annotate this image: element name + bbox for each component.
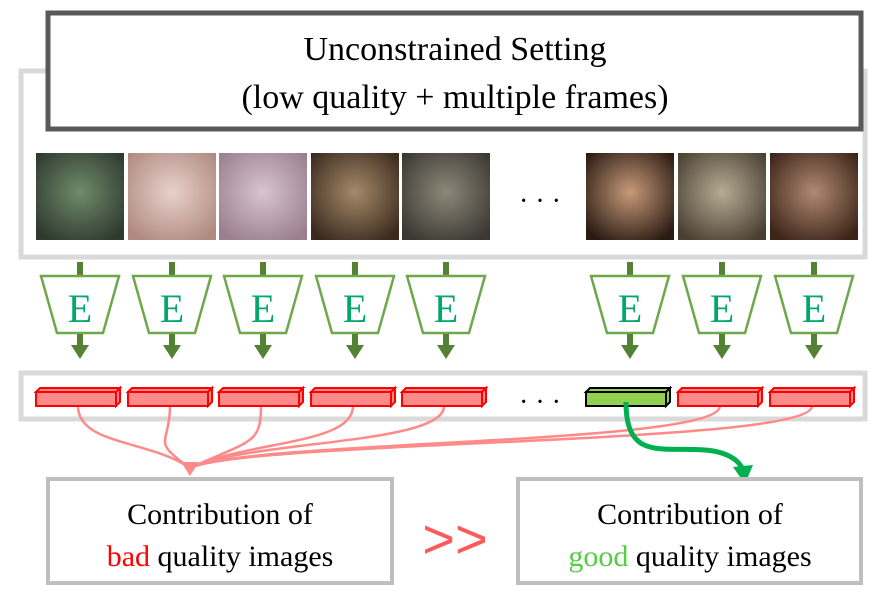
- encoder-label: E: [618, 286, 642, 331]
- input-arrow: [169, 262, 175, 276]
- bad-box-line2: quality images: [150, 540, 333, 573]
- encoder-label: E: [710, 286, 734, 331]
- encoder-5: E: [405, 262, 487, 359]
- good-word: good: [568, 540, 628, 573]
- output-arrow-shaft: [260, 334, 266, 346]
- frame-image-2: [128, 153, 216, 240]
- contribution-curves: [76, 405, 814, 476]
- output-arrow-head: [254, 345, 272, 359]
- output-arrow-shaft: [627, 334, 633, 346]
- bad-contribution-box: [46, 477, 394, 585]
- encoder-8: E: [773, 262, 855, 359]
- title-box: [45, 10, 864, 132]
- encoder-6: E: [589, 262, 671, 359]
- features-ellipsis: · · ·: [519, 387, 561, 418]
- encoder-trapezoid: [131, 274, 213, 335]
- bad-contribution-curve: [76, 405, 191, 470]
- encoder-3: E: [222, 262, 304, 359]
- input-arrow: [443, 262, 449, 276]
- output-arrow-shaft: [77, 334, 83, 346]
- bad-feature-vector: [767, 385, 857, 409]
- output-arrow-head: [346, 345, 364, 359]
- output-arrow-shaft: [811, 334, 817, 346]
- bad-contribution-curve: [189, 405, 446, 470]
- output-arrow-shaft: [719, 334, 725, 346]
- features-container: [18, 370, 868, 422]
- frame-image-7: [678, 153, 766, 240]
- encoder-label: E: [160, 286, 184, 331]
- bad-feature-vector: [675, 385, 765, 409]
- input-arrow: [352, 262, 358, 276]
- bad-feature-vector: [33, 385, 123, 409]
- good-arrow-head: [733, 465, 753, 484]
- input-arrow: [811, 262, 817, 276]
- bad-feature-vector: [216, 385, 306, 409]
- good-contribution-arrow: [623, 401, 753, 484]
- encoder-2: E: [131, 262, 213, 359]
- good-box-line2: quality images: [628, 540, 811, 573]
- bad-contribution-curve: [163, 405, 191, 470]
- title-line2: (low quality + multiple frames): [241, 79, 668, 116]
- input-arrow: [627, 262, 633, 276]
- encoder-trapezoid: [589, 274, 671, 335]
- frame-image-8: [770, 153, 858, 240]
- bad-feature-vector: [308, 385, 398, 409]
- output-arrow-head: [71, 345, 89, 359]
- frame-image-3: [219, 153, 307, 240]
- output-arrow-shaft: [443, 334, 449, 346]
- bad-feature-vector: [399, 385, 489, 409]
- encoder-4: E: [314, 262, 396, 359]
- frame-image-4: [311, 153, 399, 240]
- output-arrow-head: [163, 345, 181, 359]
- frame-image-5: [402, 153, 490, 240]
- input-arrow: [719, 262, 725, 276]
- encoder-1: E: [39, 262, 121, 359]
- frames-ellipsis: · · ·: [519, 186, 561, 217]
- input-arrow: [260, 262, 266, 276]
- svg-text:bad quality images: bad quality images: [107, 540, 334, 573]
- output-arrow-head: [805, 345, 823, 359]
- output-arrow-head: [621, 345, 639, 359]
- encoder-trapezoid: [773, 274, 855, 335]
- bad-feature-vector: [125, 385, 215, 409]
- encoder-trapezoid: [39, 274, 121, 335]
- bad-contribution-curve: [189, 405, 722, 470]
- output-arrow-shaft: [169, 334, 175, 346]
- good-contribution-box: [516, 477, 863, 585]
- output-arrow-head: [713, 345, 731, 359]
- much-greater-symbol: >>: [422, 507, 487, 570]
- good-box-line1: Contribution of: [597, 498, 783, 531]
- encoder-label: E: [251, 286, 275, 331]
- frame-image-6: [586, 153, 674, 240]
- encoder-label: E: [343, 286, 367, 331]
- encoder-trapezoid: [405, 274, 487, 335]
- encoder-trapezoid: [314, 274, 396, 335]
- svg-text:good quality images: good quality images: [568, 540, 811, 573]
- frame-image-1: [36, 153, 124, 240]
- encoder-7: E: [681, 262, 763, 359]
- input-arrow: [77, 262, 83, 276]
- output-arrow-head: [437, 345, 455, 359]
- bad-word: bad: [107, 540, 150, 573]
- encoder-label: E: [434, 286, 458, 331]
- bad-arrow-head: [181, 462, 199, 476]
- bad-box-line1: Contribution of: [127, 498, 313, 531]
- encoder-trapezoid: [681, 274, 763, 335]
- encoder-label: E: [68, 286, 92, 331]
- good-arrow-path: [623, 401, 746, 472]
- title-line1: Unconstrained Setting: [303, 31, 606, 68]
- frame-images: [36, 153, 858, 240]
- encoder-trapezoid: [222, 274, 304, 335]
- bad-contribution-curve: [189, 405, 814, 470]
- encoder-label: E: [802, 286, 826, 331]
- output-arrow-shaft: [352, 334, 358, 346]
- feature-vectors: [33, 385, 857, 409]
